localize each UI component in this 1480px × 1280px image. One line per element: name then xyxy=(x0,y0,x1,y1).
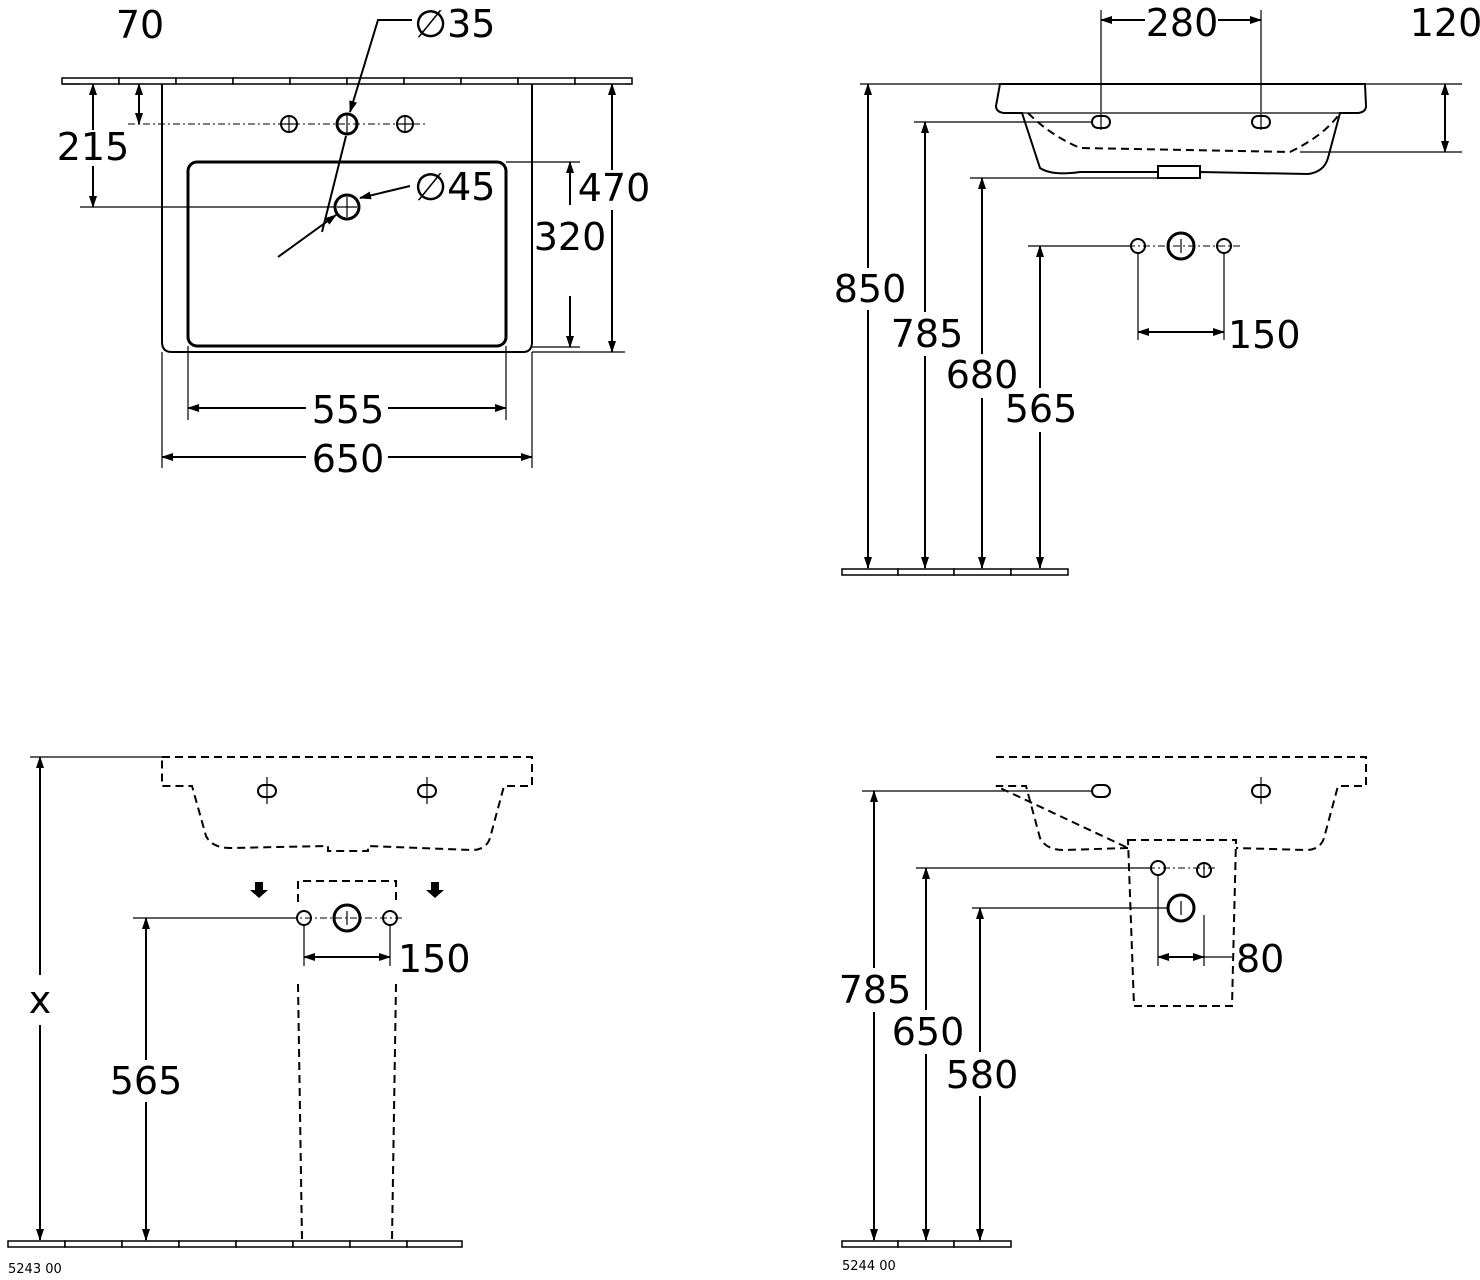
tap-holes-side xyxy=(1091,113,1271,130)
basin-profile xyxy=(994,83,1368,179)
fitting-holes xyxy=(1128,231,1240,340)
dim-555-label: 555 xyxy=(312,388,385,432)
dim-850-label: 850 xyxy=(834,267,907,311)
caption-5244: 5244 00 xyxy=(842,1259,896,1274)
floor-strip-semi xyxy=(841,1240,1012,1248)
top-view: 70 215 ∅35 ∅45 470 320 555 650 xyxy=(57,2,651,481)
semi-pedestal-view: 80 785 650 580 5244 00 xyxy=(839,756,1367,1274)
dim-580-label: 580 xyxy=(946,1053,1019,1097)
dim-785-label: 785 xyxy=(891,312,964,356)
dim-470-label: 470 xyxy=(578,166,651,210)
fitting-holes-pedestal xyxy=(290,903,405,966)
floor-strip-side xyxy=(841,568,1069,576)
basin-dashed xyxy=(161,756,533,852)
dim-320-label: 320 xyxy=(534,215,607,259)
dim-280-label: 280 xyxy=(1146,1,1219,45)
basin-bowl xyxy=(186,160,508,348)
dim-150-side-label: 150 xyxy=(1228,313,1301,357)
basin-outline xyxy=(161,84,533,353)
tap-holes xyxy=(128,112,425,136)
dim-215-label: 215 xyxy=(57,125,130,169)
dim-785-semi-label: 785 xyxy=(839,968,912,1012)
fitting-holes-semi xyxy=(1148,860,1216,966)
arrow-down-icon xyxy=(250,882,268,898)
dim-dia35-label: ∅35 xyxy=(414,2,495,46)
dim-565-pedestal-label: 565 xyxy=(110,1059,183,1103)
dim-565-side-label: 565 xyxy=(1005,387,1078,431)
caption-5243: 5243 00 xyxy=(8,1262,62,1277)
pedestal-view: 150 x 565 5243 00 xyxy=(7,756,533,1277)
dim-120-label: 120 xyxy=(1410,1,1480,45)
dim-x-label: x xyxy=(29,978,52,1022)
dim-650-label: 650 xyxy=(312,437,385,481)
drain-hole xyxy=(80,193,361,221)
floor-strip-pedestal xyxy=(7,1240,463,1248)
dim-680-label: 680 xyxy=(946,353,1019,397)
dim-70-label: 70 xyxy=(116,3,164,47)
wall-strip xyxy=(61,77,633,85)
basin-dashed-2 xyxy=(995,756,1367,852)
dim-150-pedestal-label: 150 xyxy=(398,937,471,981)
arrow-down-icon xyxy=(426,882,444,898)
dim-dia45-label: ∅45 xyxy=(414,165,495,209)
side-view: 280 120 150 850 785 680 xyxy=(834,1,1480,576)
dim-80-label: 80 xyxy=(1236,937,1284,981)
dim-650-semi-label: 650 xyxy=(892,1010,965,1054)
